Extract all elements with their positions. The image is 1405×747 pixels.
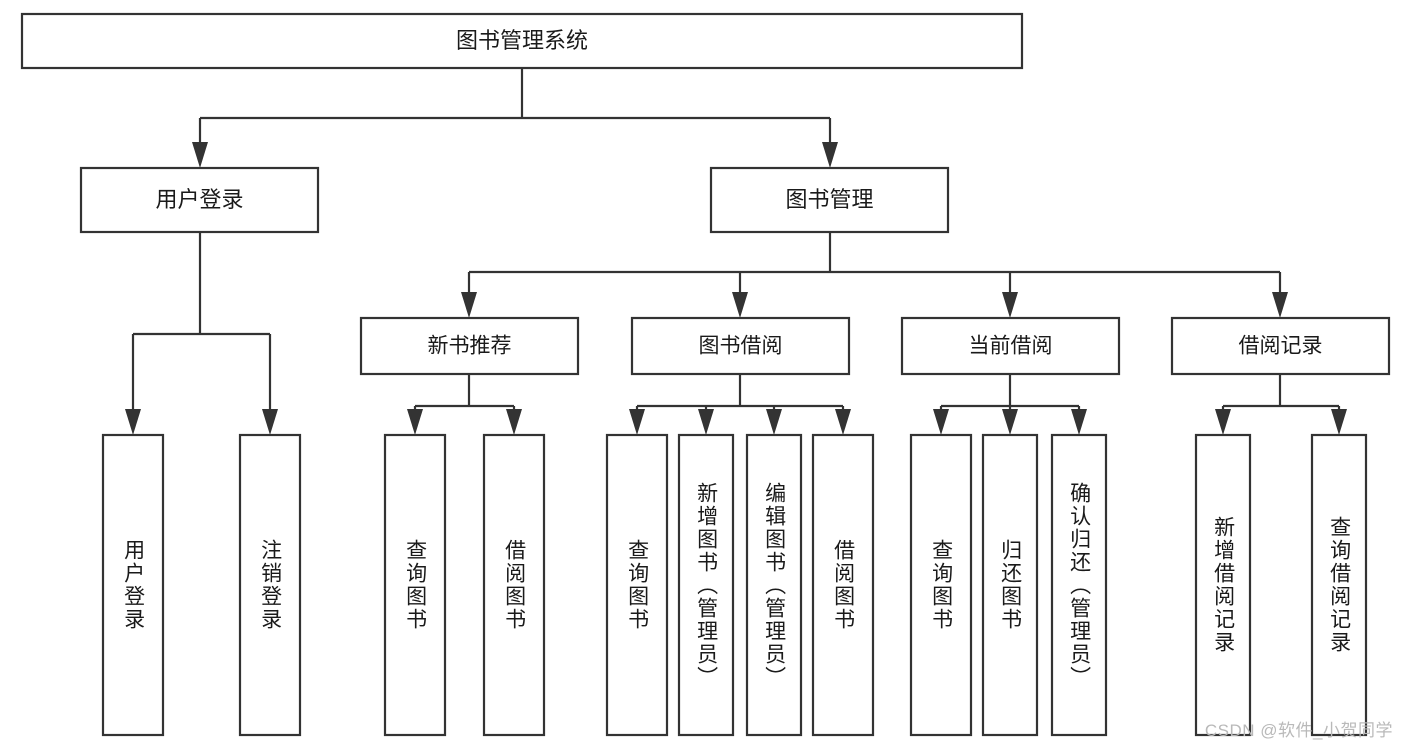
node-root-label: 图书管理系统	[456, 28, 588, 53]
node-borrow-record-label: 借阅记录	[1239, 335, 1323, 358]
arrowhead-leaf-logout	[262, 409, 278, 435]
arrowhead-cur-return-book	[1002, 409, 1018, 435]
node-root[interactable]: 图书管理系统	[20, 12, 1024, 70]
leaf-rec-borrow-book[interactable]: 借阅图书	[482, 433, 546, 737]
leaf-cur-confirm-return-label: 确认归还（管理员）	[1067, 481, 1091, 689]
leaf-brw-edit-book[interactable]: 编辑图书（管理员）	[745, 433, 803, 737]
arrowhead-book-manage	[822, 142, 838, 168]
arrowhead-brw-add-book	[698, 409, 714, 435]
leaf-cur-return-book-label: 归还图书	[998, 539, 1022, 631]
leaf-user-login[interactable]: 用户登录	[101, 433, 165, 737]
node-book-manage-label: 图书管理	[785, 187, 873, 212]
leaf-logout-label: 注销登录	[258, 539, 282, 631]
node-borrow-record[interactable]: 借阅记录	[1170, 316, 1391, 376]
arrowhead-rec-query-book	[407, 409, 423, 435]
arrowhead-new-book-rec	[461, 292, 477, 318]
leaf-cur-query-book-label: 查询图书	[929, 539, 953, 631]
arrowhead-cur-confirm-return	[1071, 409, 1087, 435]
leaf-brw-edit-book-label: 编辑图书（管理员）	[762, 481, 786, 689]
arrowhead-cur-query-book	[933, 409, 949, 435]
leaf-rec-borrow-book-label: 借阅图书	[502, 539, 526, 631]
node-user-login-label: 用户登录	[155, 187, 243, 212]
arrowhead-brw-edit-book	[766, 409, 782, 435]
leaf-brw-add-book-label: 新增图书（管理员）	[694, 481, 718, 689]
arrowhead-rec-query-record	[1331, 409, 1347, 435]
leaf-brw-query-book[interactable]: 查询图书	[605, 433, 669, 737]
leaf-user-login-label: 用户登录	[121, 539, 145, 631]
leaf-brw-borrow-book[interactable]: 借阅图书	[811, 433, 875, 737]
arrowhead-rec-borrow-book	[506, 409, 522, 435]
node-book-manage[interactable]: 图书管理	[709, 166, 950, 234]
leaf-logout[interactable]: 注销登录	[238, 433, 302, 737]
node-current-borrow-label: 当前借阅	[969, 335, 1053, 358]
arrowhead-brw-query-book	[629, 409, 645, 435]
leaf-cur-query-book[interactable]: 查询图书	[909, 433, 973, 737]
leaf-rec-query-record[interactable]: 查询借阅记录	[1310, 433, 1368, 737]
arrowhead-current-borrow	[1002, 292, 1018, 318]
leaf-brw-borrow-book-label: 借阅图书	[831, 539, 855, 631]
node-book-borrow-label: 图书借阅	[699, 335, 783, 358]
leaf-rec-query-book-label: 查询图书	[403, 539, 427, 631]
arrowhead-brw-borrow-book	[835, 409, 851, 435]
arrowhead-user-login	[192, 142, 208, 168]
edge-layer	[125, 68, 1347, 435]
arrowhead-book-borrow	[732, 292, 748, 318]
node-new-book-rec[interactable]: 新书推荐	[359, 316, 580, 376]
arrowhead-leaf-user-login	[125, 409, 141, 435]
arrowhead-borrow-record	[1272, 292, 1288, 318]
node-current-borrow[interactable]: 当前借阅	[900, 316, 1121, 376]
node-new-book-rec-label: 新书推荐	[428, 335, 512, 358]
leaf-cur-return-book[interactable]: 归还图书	[981, 433, 1039, 737]
leaf-rec-add-record-label: 新增借阅记录	[1211, 516, 1235, 654]
leaf-rec-query-book[interactable]: 查询图书	[383, 433, 447, 737]
leaf-rec-add-record[interactable]: 新增借阅记录	[1194, 433, 1252, 737]
leaf-rec-query-record-label: 查询借阅记录	[1327, 516, 1351, 654]
leaf-brw-query-book-label: 查询图书	[625, 539, 649, 631]
arrowhead-rec-add-record	[1215, 409, 1231, 435]
leaf-brw-add-book[interactable]: 新增图书（管理员）	[677, 433, 735, 737]
node-book-borrow[interactable]: 图书借阅	[630, 316, 851, 376]
node-user-login[interactable]: 用户登录	[79, 166, 320, 234]
leaf-cur-confirm-return[interactable]: 确认归还（管理员）	[1050, 433, 1108, 737]
